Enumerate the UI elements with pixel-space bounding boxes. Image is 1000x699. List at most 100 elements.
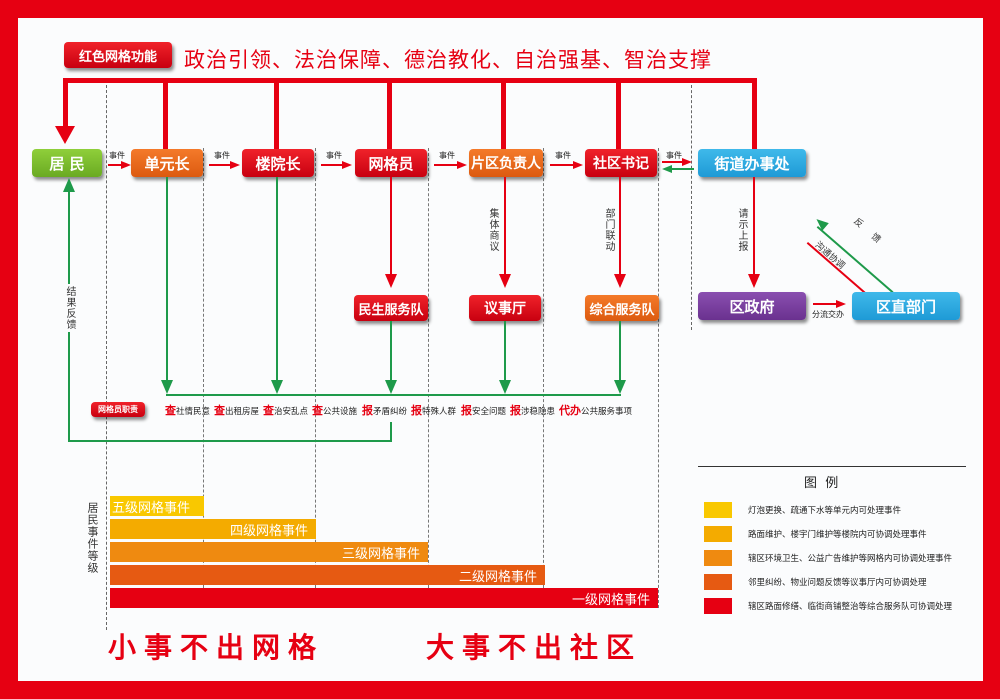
top-bus-line	[63, 78, 757, 83]
event-label: 事件	[109, 151, 125, 160]
node-comprehensive-team[interactable]: 综合服务队	[585, 295, 659, 321]
bus-drop-resident	[63, 78, 68, 130]
legend-swatch	[704, 598, 732, 614]
duty-item: 查社情民意	[165, 404, 211, 417]
street-to-district-line	[753, 177, 755, 277]
arrow-down-icon	[385, 380, 397, 394]
event-label: 事件	[326, 151, 342, 160]
node-building-leader[interactable]: 楼院长	[242, 149, 314, 177]
divider	[106, 80, 107, 630]
level-bar-5: 五级网格事件	[110, 496, 204, 516]
legend-swatch	[704, 526, 732, 542]
edge-label-linkage: 部门联动	[603, 208, 614, 252]
level-bar-1: 一级网格事件	[110, 588, 658, 608]
event-arrow	[108, 164, 122, 166]
area-to-hall-line	[504, 177, 506, 277]
legend-item: 路面维护、楼宇门维护等楼院内可协调处理事件	[704, 526, 927, 542]
level-bar-4: 四级网格事件	[110, 519, 316, 539]
bus-drop	[163, 78, 168, 150]
level-bar-2: 二级网格事件	[110, 565, 545, 585]
event-arrow	[321, 164, 343, 166]
legend-divider	[698, 466, 966, 467]
node-unit-leader[interactable]: 单元长	[131, 149, 203, 177]
node-district-depts[interactable]: 区直部门	[852, 292, 960, 320]
duty-item: 代办公共服务事项	[559, 404, 633, 417]
duty-bus-line	[166, 394, 621, 396]
arrow-down-icon	[614, 380, 626, 394]
node-resident[interactable]: 居 民	[32, 149, 102, 177]
edge-label-coordinate: 沟通协调	[812, 240, 847, 272]
arrow-up-icon	[63, 178, 75, 192]
slogan-left: 小事不出网格	[108, 631, 325, 664]
edge-label-result-feedback: 结果反馈	[62, 284, 77, 332]
arrow-left-icon	[662, 165, 672, 173]
arrow-down-icon	[614, 274, 626, 288]
levels-axis-label: 居民事件等级	[86, 502, 99, 574]
legend-swatch	[704, 574, 732, 590]
divider	[543, 148, 544, 598]
node-livelihood-team[interactable]: 民生服务队	[354, 295, 428, 321]
duty-item: 查公共设施	[312, 404, 358, 417]
team-to-duty-line	[390, 321, 392, 383]
legend-swatch	[704, 502, 732, 518]
bus-drop	[501, 78, 506, 150]
divert-arrow	[813, 303, 837, 305]
secretary-to-team-line	[619, 177, 621, 277]
bus-drop	[387, 78, 392, 150]
arrow-down-icon	[271, 380, 283, 394]
arrow-right-icon	[682, 158, 692, 166]
divider	[203, 148, 204, 598]
node-district-gov[interactable]: 区政府	[698, 292, 806, 320]
legend-item: 灯泡更换、疏通下水等单元内可处理事件	[704, 502, 901, 518]
bus-drop	[752, 78, 757, 150]
node-area-leader[interactable]: 片区负责人	[469, 149, 543, 177]
legend-item: 辖区环境卫生、公益广告维护等网格内可协调处理事件	[704, 550, 952, 566]
return-arrow	[672, 168, 694, 170]
event-label: 事件	[666, 151, 682, 160]
arrow-right-icon	[457, 161, 467, 169]
node-community-secretary[interactable]: 社区书记	[585, 149, 657, 177]
feedback-loop-bottom	[68, 440, 392, 442]
arrow-down-icon	[499, 380, 511, 394]
event-label: 事件	[214, 151, 230, 160]
arrow-right-icon	[342, 161, 352, 169]
divider	[658, 148, 659, 608]
bus-drop	[274, 78, 279, 150]
grid-member-duty-badge: 网格员职责	[91, 402, 145, 417]
node-grid-member[interactable]: 网格员	[355, 149, 427, 177]
building-to-duty-line	[276, 177, 278, 383]
event-label: 事件	[439, 151, 455, 160]
legend-swatch	[704, 550, 732, 566]
header-title: 政治引领、法治保障、德治教化、自治强基、智治支撑	[184, 48, 712, 72]
bus-drop	[616, 78, 621, 150]
edge-label-collective: 集体商议	[487, 208, 498, 252]
event-arrow	[662, 161, 684, 163]
edge-label-report: 请示上报	[736, 208, 747, 252]
arrow-down-icon	[161, 380, 173, 394]
legend-item: 辖区路面修缮、临街商铺整治等综合服务队可协调处理	[704, 598, 952, 614]
node-street-office[interactable]: 街道办事处	[698, 149, 806, 177]
edge-label-feedback: 反馈	[851, 216, 893, 255]
unit-to-duty-line	[166, 177, 168, 383]
duty-item: 报涉稳隐患	[510, 404, 556, 417]
feedback-loop-right	[390, 422, 392, 442]
event-label: 事件	[555, 151, 571, 160]
legend-item: 邻里纠纷、物业问题反馈等议事厅内可协调处理	[704, 574, 927, 590]
arrow-right-icon	[836, 300, 846, 308]
duty-item: 查出租房屋	[214, 404, 260, 417]
event-arrow	[209, 164, 231, 166]
slogan-right: 大事不出社区	[426, 631, 643, 664]
event-arrow	[550, 164, 574, 166]
red-grid-function-badge: 红色网格功能	[64, 42, 172, 68]
duty-item: 查治安乱点	[263, 404, 309, 417]
divider	[315, 148, 316, 598]
diagram-canvas: 红色网格功能 政治引领、法治保障、德治教化、自治强基、智治支撑 居 民 单元长 …	[18, 18, 983, 681]
duty-item: 报特殊人群	[411, 404, 457, 417]
node-council-hall[interactable]: 议事厅	[469, 295, 541, 321]
arrow-down-icon	[499, 274, 511, 288]
duty-item: 报安全问题	[461, 404, 507, 417]
arrow-down-icon	[748, 274, 760, 288]
hall-to-duty-line	[504, 321, 506, 383]
edge-label-divert: 分流交办	[812, 310, 844, 319]
divider	[691, 80, 692, 330]
